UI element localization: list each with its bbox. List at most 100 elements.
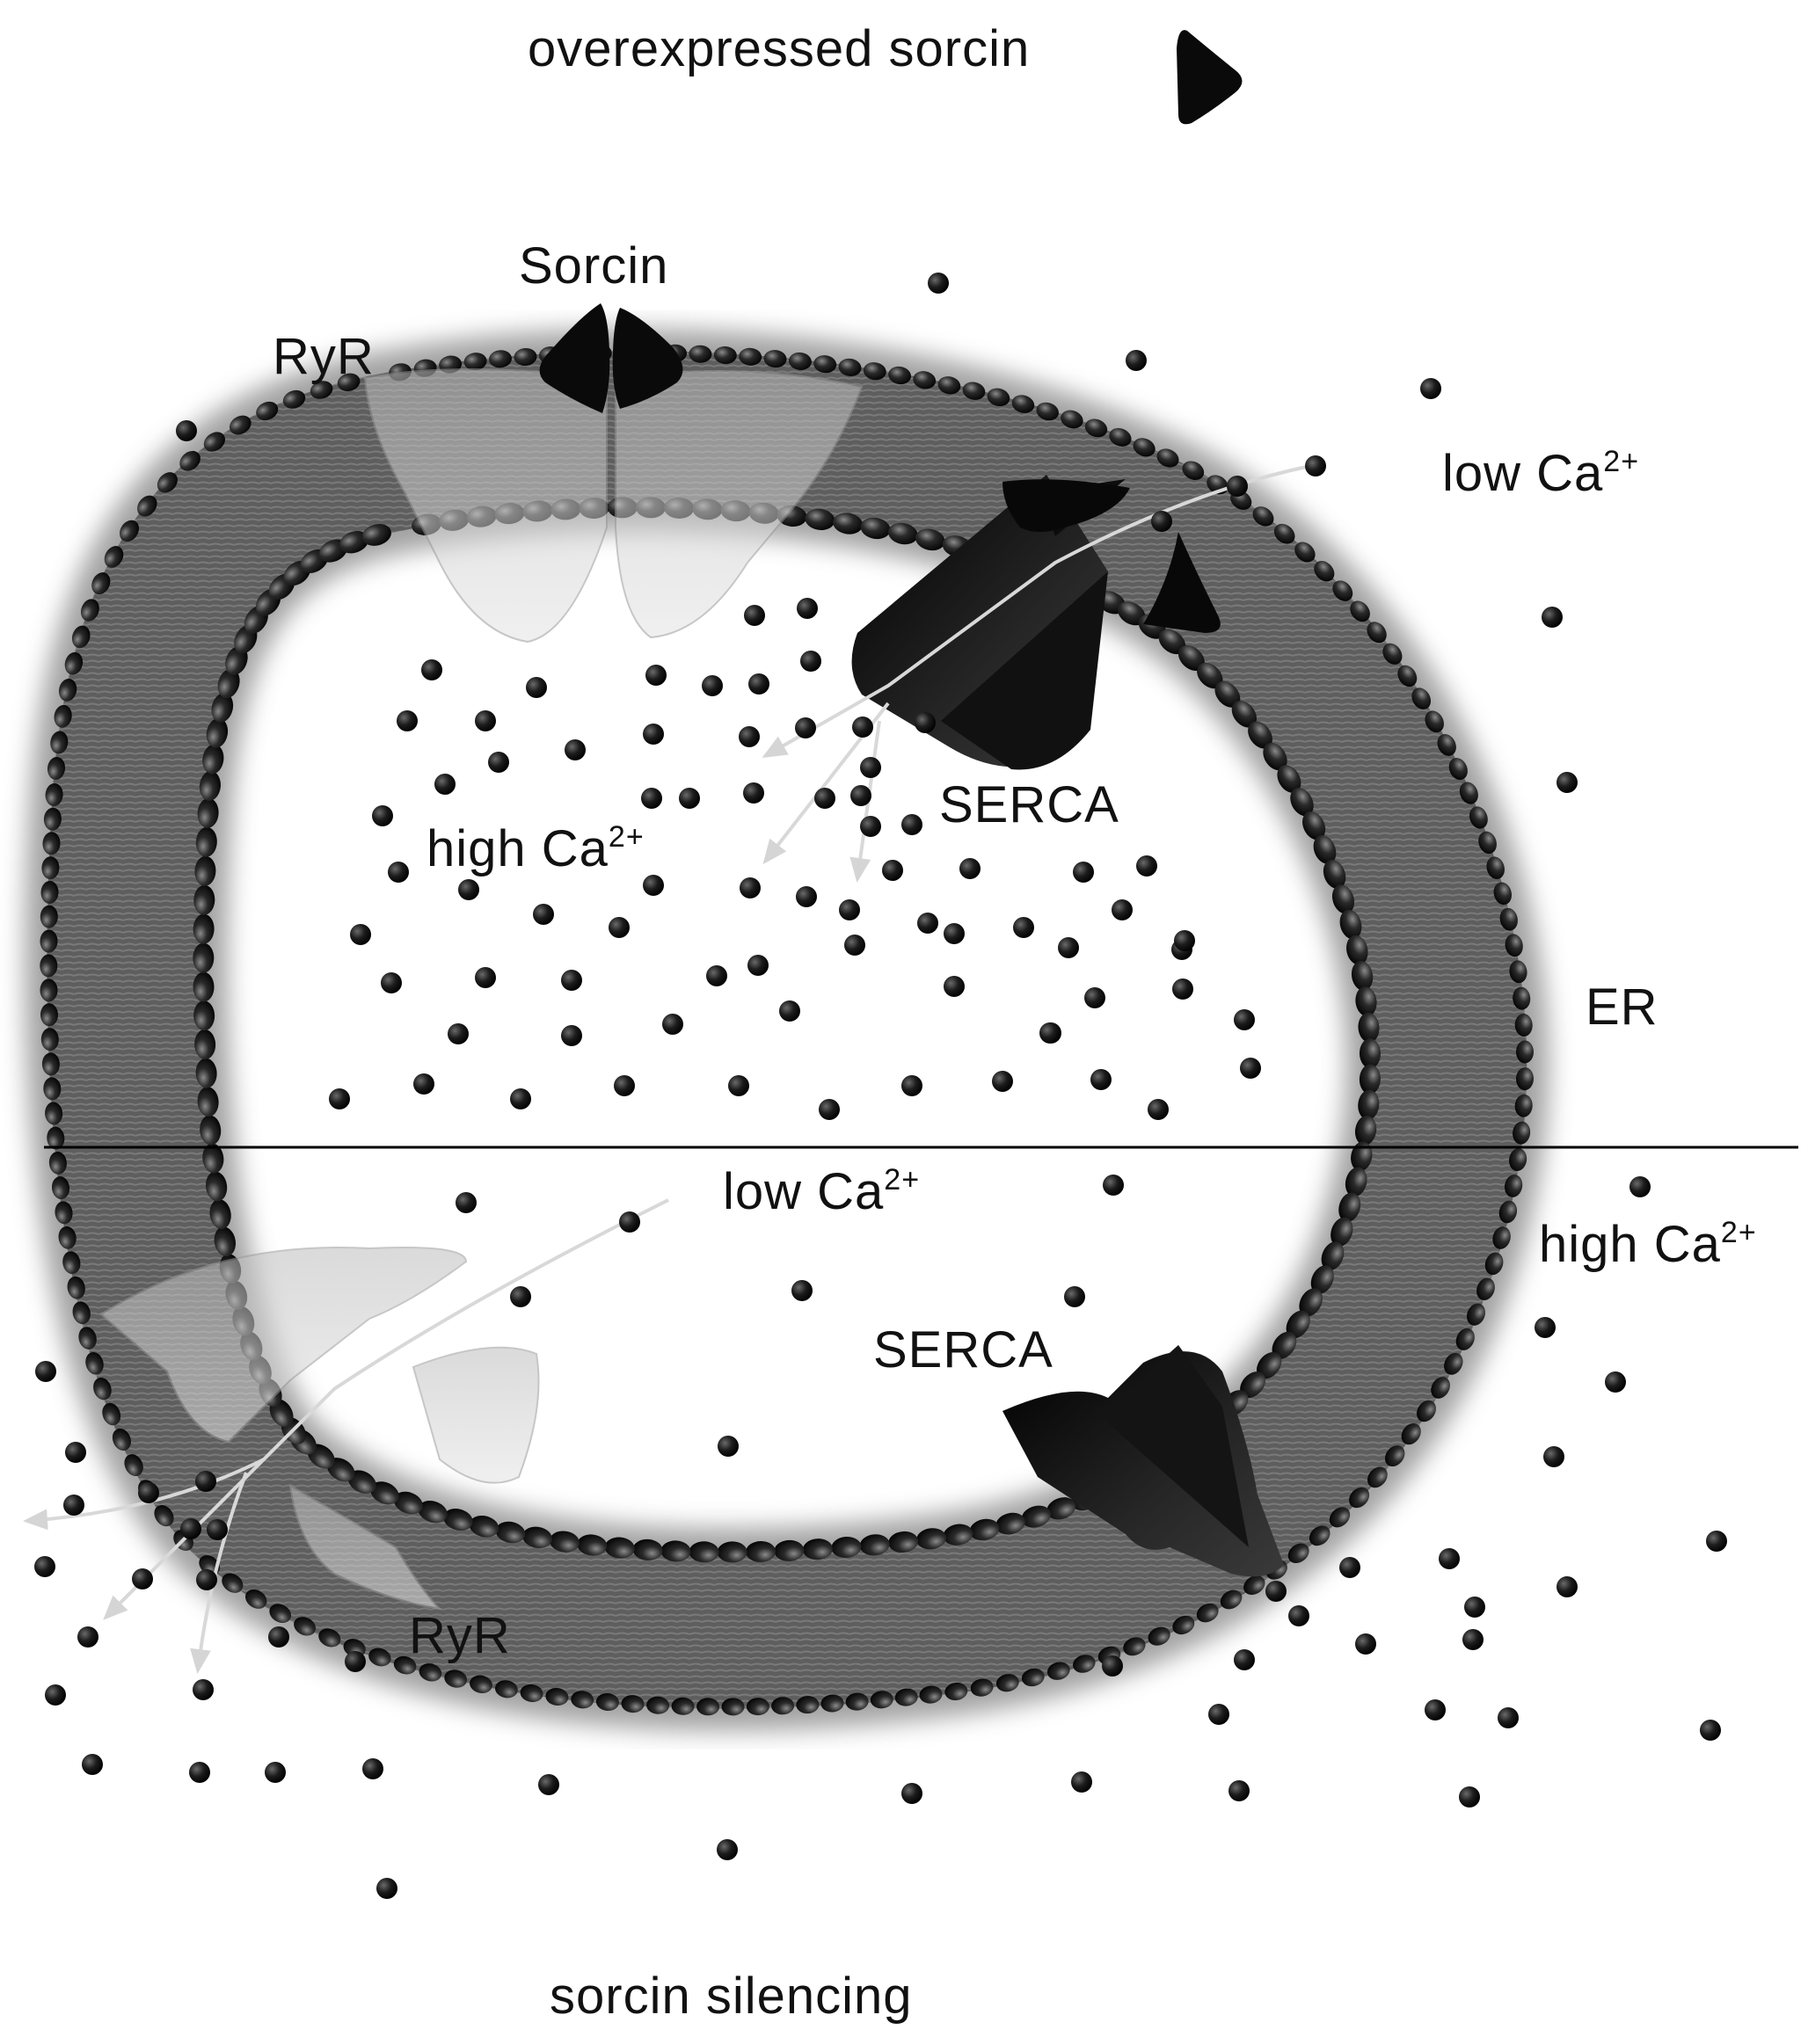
lipid-head-outer bbox=[1046, 1497, 1076, 1520]
lipid-head-inner bbox=[50, 731, 69, 754]
lipid-head-inner bbox=[1515, 1067, 1535, 1091]
lipid-head-outer bbox=[200, 1115, 222, 1146]
lipid-head-outer bbox=[916, 1528, 947, 1550]
calcium-ions bbox=[34, 273, 1727, 1899]
lipid-head-inner bbox=[1073, 1655, 1096, 1673]
calcium-ion bbox=[645, 665, 667, 686]
lipid-head-inner bbox=[1469, 806, 1488, 829]
calcium-ion bbox=[959, 858, 981, 879]
calcium-ion bbox=[791, 1280, 813, 1301]
lipid-head-outer bbox=[689, 1541, 719, 1563]
lipid-head-outer bbox=[1338, 1192, 1361, 1222]
calcium-ion bbox=[265, 1762, 286, 1783]
lipid-head-inner bbox=[739, 347, 762, 366]
label-er: ER bbox=[1586, 978, 1659, 1036]
lipid-head-outer bbox=[202, 744, 224, 775]
overexpressed-sorcin-icon bbox=[1177, 30, 1243, 125]
lipid-head-outer bbox=[443, 1509, 473, 1531]
lipid-head-inner bbox=[937, 376, 961, 395]
calcium-ion bbox=[538, 1774, 559, 1795]
calcium-ion bbox=[533, 904, 554, 925]
lipid-head-inner bbox=[1509, 960, 1527, 984]
lipid-head-outer bbox=[1351, 1141, 1373, 1172]
calcium-ion bbox=[641, 788, 662, 809]
lipid-head-inner bbox=[1401, 1423, 1421, 1445]
lipid-head-inner bbox=[269, 1604, 292, 1623]
lipid-head-inner bbox=[646, 1696, 670, 1714]
calcium-ion bbox=[561, 1025, 582, 1046]
calcium-ion bbox=[944, 976, 965, 997]
lipid-head-inner bbox=[1513, 1121, 1531, 1145]
lipid-head-outer bbox=[632, 1538, 663, 1560]
calcium-ion bbox=[189, 1762, 210, 1783]
calcium-ion bbox=[196, 1569, 217, 1590]
lipid-head-inner bbox=[1514, 1014, 1533, 1037]
calcium-ion bbox=[456, 1192, 477, 1213]
calcium-ion bbox=[1126, 350, 1147, 371]
lipid-head-outer bbox=[199, 771, 221, 801]
lipid-head-outer bbox=[214, 1226, 236, 1257]
lipid-head-outer bbox=[195, 826, 217, 857]
lipid-head-outer bbox=[211, 693, 234, 723]
lipid-head-inner bbox=[318, 1628, 341, 1648]
calcium-ion bbox=[1265, 1581, 1287, 1602]
calcium-ion bbox=[992, 1071, 1013, 1092]
sorcin-on-serca-1 bbox=[1002, 479, 1130, 532]
lipid-head-inner bbox=[771, 1697, 795, 1715]
lipid-head-inner bbox=[244, 1589, 267, 1609]
calcium-ion bbox=[345, 1651, 366, 1672]
lipid-head-outer bbox=[915, 528, 945, 551]
calcium-ion bbox=[526, 677, 547, 698]
calcium-ion bbox=[372, 805, 393, 826]
lipid-head-outer bbox=[1302, 811, 1326, 840]
lipid-head-inner bbox=[58, 1226, 77, 1249]
lipid-head-outer bbox=[1358, 1012, 1380, 1043]
lipid-head-inner bbox=[1046, 1662, 1070, 1680]
lipid-head-inner bbox=[1384, 1445, 1405, 1467]
lipid-head-inner bbox=[1182, 461, 1205, 480]
lipid-head-inner bbox=[1036, 402, 1059, 421]
lipid-head-inner bbox=[42, 832, 61, 855]
calcium-ion bbox=[475, 710, 496, 731]
calcium-ion bbox=[796, 886, 817, 907]
lipid-head-inner bbox=[863, 362, 886, 381]
calcium-ion bbox=[901, 1075, 922, 1096]
lipid-head-inner bbox=[64, 651, 84, 675]
label-serca-bottom: SERCA bbox=[873, 1321, 1053, 1378]
lipid-head-inner bbox=[1367, 1466, 1388, 1488]
lipid-head-inner bbox=[1332, 580, 1353, 601]
lipid-head-outer bbox=[1158, 629, 1186, 655]
label-low-ca-top: low Ca2+ bbox=[1442, 445, 1639, 502]
lipid-head-outer bbox=[193, 971, 215, 1002]
calcium-ion bbox=[65, 1442, 86, 1463]
lipid-head-inner bbox=[154, 1505, 174, 1527]
lipid-head-inner bbox=[1314, 561, 1335, 582]
calcium-ion bbox=[797, 598, 818, 619]
calcium-ion bbox=[1208, 1704, 1229, 1725]
calcium-ion bbox=[1039, 1022, 1061, 1044]
lipid-head-outer bbox=[577, 1534, 608, 1556]
lipid-head-inner bbox=[713, 346, 737, 365]
lipid-head-inner bbox=[1431, 1377, 1450, 1399]
lipid-head-inner bbox=[1287, 1543, 1309, 1564]
lipid-head-inner bbox=[203, 432, 225, 452]
lipid-head-inner bbox=[1492, 1226, 1511, 1249]
lipid-head-inner bbox=[91, 572, 111, 595]
calcium-ion bbox=[852, 716, 873, 738]
lipid-head-inner bbox=[1417, 1400, 1436, 1422]
lipid-head-outer bbox=[1272, 1331, 1297, 1359]
lipid-head-inner bbox=[51, 1176, 70, 1200]
label-overexpressed-sorcin: overexpressed sorcin bbox=[528, 20, 1030, 77]
lipid-head-outer bbox=[469, 1515, 499, 1538]
lipid-head-inner bbox=[62, 1251, 81, 1275]
calcium-ion bbox=[901, 814, 922, 835]
calcium-ion bbox=[35, 1361, 56, 1382]
lipid-head-outer bbox=[1257, 1351, 1282, 1379]
lipid-head-inner bbox=[1504, 1175, 1523, 1197]
lipid-head-inner bbox=[40, 881, 59, 904]
label-high-ca-inside: high Ca2+ bbox=[426, 820, 645, 877]
calcium-ion bbox=[77, 1626, 98, 1648]
lipid-head-outer bbox=[887, 522, 918, 545]
lipid-head-outer bbox=[1177, 645, 1205, 671]
